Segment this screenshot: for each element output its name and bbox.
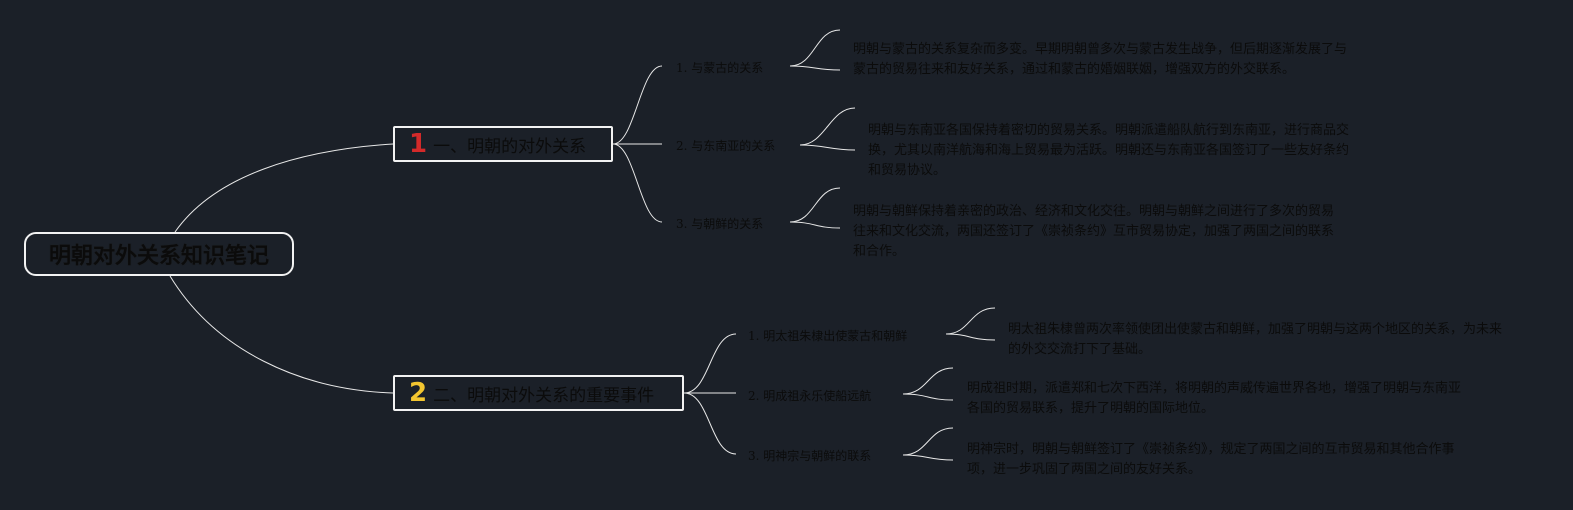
description-mongolia[interactable]: 明朝与蒙古的关系复杂而多变。早期明朝曾多次与蒙古发生战争，但后期逐渐发展了与蒙古…	[853, 42, 1348, 77]
number-two-badge: 2	[409, 378, 428, 408]
branch-title: 二、明朝对外关系的重要事件	[433, 385, 655, 406]
subtopic-mongolia[interactable]: 1. 与蒙古的关系	[676, 61, 764, 75]
number-one-badge: 1	[409, 129, 428, 159]
branch-title: 一、明朝的对外关系	[433, 136, 587, 157]
branch-topic-1[interactable]: 1 一、明朝的对外关系	[393, 126, 613, 162]
description-shenzong-korea[interactable]: 明神宗时，明朝与朝鲜签订了《崇祯条约》，规定了两国之间的互市贸易和其他合作事项，…	[967, 442, 1455, 477]
root-topic[interactable]: 明朝对外关系知识笔记	[24, 232, 294, 276]
subtopic-shenzong-korea[interactable]: 3. 明神宗与朝鲜的联系	[748, 449, 872, 463]
description-southeast-asia[interactable]: 明朝与东南亚各国保持着密切的贸易关系。明朝派遣船队航行到东南亚，进行商品交换，尤…	[868, 123, 1350, 178]
description-zhu-di-mission[interactable]: 明太祖朱棣曾两次率领使团出使蒙古和朝鲜，加强了明朝与这两个地区的关系，为未来的外…	[1008, 322, 1503, 357]
subtopic-korea[interactable]: 3. 与朝鲜的关系	[676, 217, 764, 231]
subtopic-zhu-di-mission[interactable]: 1. 明太祖朱棣出使蒙古和朝鲜	[748, 329, 908, 343]
subtopic-yongle-voyages[interactable]: 2. 明成祖永乐使船远航	[748, 389, 872, 403]
branch-topic-2[interactable]: 2 二、明朝对外关系的重要事件	[393, 375, 684, 411]
description-korea[interactable]: 明朝与朝鲜保持着亲密的政治、经济和文化交往。明朝与朝鲜之间进行了多次的贸易往来和…	[853, 204, 1335, 259]
description-yongle-voyages[interactable]: 明成祖时期，派遣郑和七次下西洋，将明朝的声威传遍世界各地，增强了明朝与东南亚各国…	[967, 381, 1462, 416]
subtopic-southeast-asia[interactable]: 2. 与东南亚的关系	[676, 139, 776, 153]
